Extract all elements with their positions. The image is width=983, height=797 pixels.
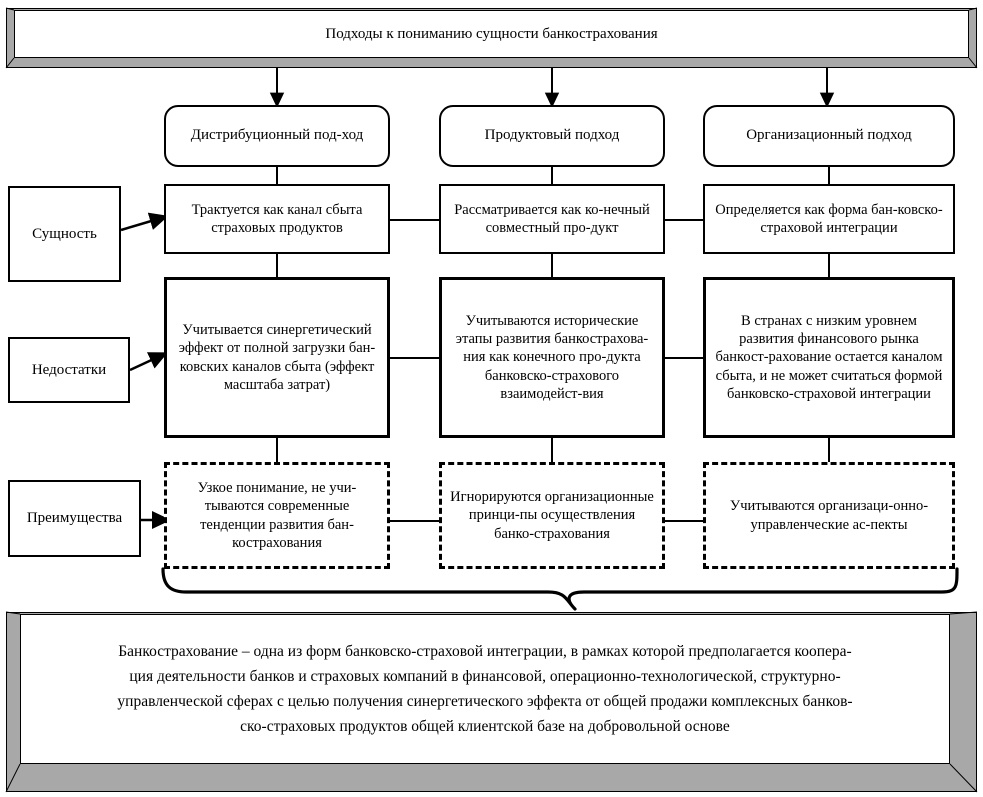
row-label-disadvantages: Недостатки (8, 337, 130, 403)
summary-banner: Банкострахование – одна из форм банковск… (20, 614, 950, 764)
summary-line-3: управленческой сферах с целью получения … (117, 693, 853, 710)
connector-essence-disadv-3 (828, 254, 830, 277)
summary-line-4: ско-страховых продуктов общей клиентской… (240, 718, 730, 736)
row-label-disadvantages-text: Недостатки (31, 361, 107, 378)
row-label-essence: Сущность (8, 186, 121, 282)
disadvantages-cell-distribution-text: Учитывается синергетический эффект от по… (178, 322, 376, 393)
connector-disadv-adv-1 (276, 438, 278, 462)
advantages-cell-product-text: Игнорируются организационные принци-пы о… (450, 489, 654, 542)
connector-essence-2-3 (665, 219, 703, 221)
connector-essence-1-2 (390, 219, 439, 221)
essence-cell-product[interactable]: Рассматривается как ко-нечный совместный… (439, 184, 665, 254)
advantages-cell-distribution[interactable]: Узкое понимание, не учи-тываются совреме… (164, 462, 390, 569)
title-banner-text: Подходы к пониманию сущности банкострахо… (325, 25, 658, 42)
approach-label-organizational: Организационный подход (746, 127, 912, 144)
essence-cell-product-text: Рассматривается как ко-нечный совместный… (454, 201, 650, 236)
essence-cell-distribution[interactable]: Трактуется как канал сбыта страховых про… (164, 184, 390, 254)
summary-text: Банкострахование – одна из форм банковск… (103, 639, 866, 739)
connector-disadv-adv-3 (828, 438, 830, 462)
connector-approach-essence-3 (828, 167, 830, 184)
connector-disadv-2-3 (665, 357, 703, 359)
advantages-cell-organizational[interactable]: Учитываются организаци-онно-управленческ… (703, 462, 955, 569)
disadvantages-cell-organizational[interactable]: В странах с низким уровнем развития фина… (703, 277, 955, 438)
advantages-cell-organizational-text: Учитываются организаци-онно-управленческ… (729, 498, 929, 533)
disadvantages-cell-product-text: Учитываются исторические этапы развития … (455, 313, 649, 402)
row-label-advantages: Преимущества (8, 480, 141, 557)
disadvantages-cell-product[interactable]: Учитываются исторические этапы развития … (439, 277, 665, 438)
connector-disadv-adv-2 (551, 438, 553, 462)
row-label-essence-text: Сущность (32, 225, 97, 242)
connector-approach-essence-1 (276, 167, 278, 184)
connector-essence-disadv-1 (276, 254, 278, 277)
advantages-cell-product[interactable]: Игнорируются организационные принци-пы о… (439, 462, 665, 569)
essence-cell-distribution-text: Трактуется как канал сбыта страховых про… (191, 201, 363, 236)
title-banner: Подходы к пониманию сущности банкострахо… (14, 10, 969, 58)
connector-approach-essence-2 (551, 167, 553, 184)
approach-box-product[interactable]: Продуктовый подход (439, 105, 665, 167)
approach-label-distribution: Дистрибуционный под-ход (190, 127, 364, 144)
summary-line-1: Банкострахование – одна из форм банковск… (118, 642, 852, 660)
essence-cell-organizational-text: Определяется как форма бан-ковско-страхо… (715, 201, 943, 236)
connector-adv-2-3 (665, 520, 703, 522)
advantages-cell-distribution-text: Узкое понимание, не учи-тываются совреме… (197, 480, 357, 551)
disadvantages-cell-organizational-text: В странах с низким уровнем развития фина… (715, 313, 943, 402)
approach-box-organizational[interactable]: Организационный подход (703, 105, 955, 167)
connector-essence-disadv-2 (551, 254, 553, 277)
approach-box-distribution[interactable]: Дистрибуционный под-ход (164, 105, 390, 167)
disadvantages-cell-distribution[interactable]: Учитывается синергетический эффект от по… (164, 277, 390, 438)
essence-cell-organizational[interactable]: Определяется как форма бан-ковско-страхо… (703, 184, 955, 254)
row-label-advantages-text: Преимущества (26, 510, 123, 526)
summary-line-2: ция деятельности банков и страховых комп… (129, 667, 841, 685)
connector-disadv-1-2 (390, 357, 439, 359)
approach-label-product: Продуктовый подход (484, 127, 620, 144)
connector-adv-1-2 (390, 520, 439, 522)
